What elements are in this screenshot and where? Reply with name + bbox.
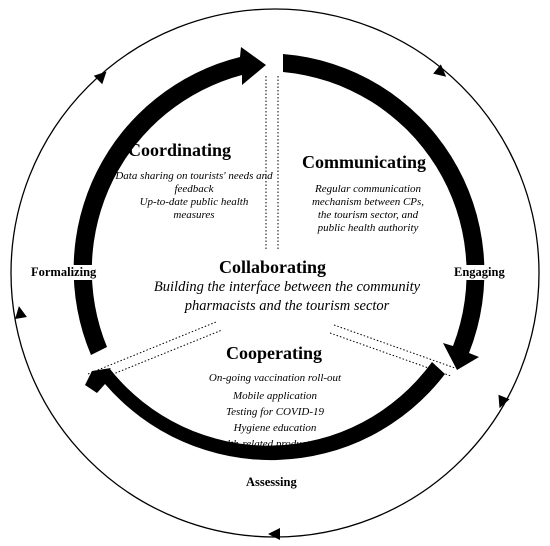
coordinating-title: Coordinating [128, 140, 232, 160]
cooperating-item: Hygiene education [233, 422, 317, 434]
outer-arrowhead [93, 71, 107, 85]
stage-formalizing: Formalizing [28, 265, 100, 280]
collaborating-subtitle: Building the interface between the commu… [153, 279, 421, 314]
outer-arrowhead [433, 64, 447, 77]
collaborating-title: Collaborating [219, 257, 327, 277]
communicating-item: Regular communication mechanism between … [311, 183, 425, 234]
coordinating-item: Up-to-date public health measures [139, 196, 249, 221]
cooperating-item: On-going vaccination roll-out [208, 372, 342, 384]
coordinating-arrow [73, 47, 266, 355]
coordinating-item: Data sharing on tourists' needs and feed… [115, 170, 273, 195]
cooperating-arrow [85, 362, 445, 461]
cooperating-item: Testing for COVID-19 [226, 406, 324, 418]
stage-engaging: Engaging [451, 265, 508, 280]
communicating-arrow [283, 54, 485, 370]
communicating-title: Communicating [302, 152, 427, 172]
cooperating-item: Mobile application [232, 390, 317, 402]
outer-arrowhead [15, 306, 27, 320]
sector-dividers [87, 76, 456, 382]
outer-arrowhead [498, 394, 510, 409]
cooperating-item: Health-related product supply [208, 438, 342, 450]
outer-cycle-arrowheads [15, 64, 510, 540]
outer-arrowhead [268, 528, 280, 540]
cooperating-title: Cooperating [226, 343, 322, 363]
stage-assessing: Assessing [243, 475, 300, 490]
